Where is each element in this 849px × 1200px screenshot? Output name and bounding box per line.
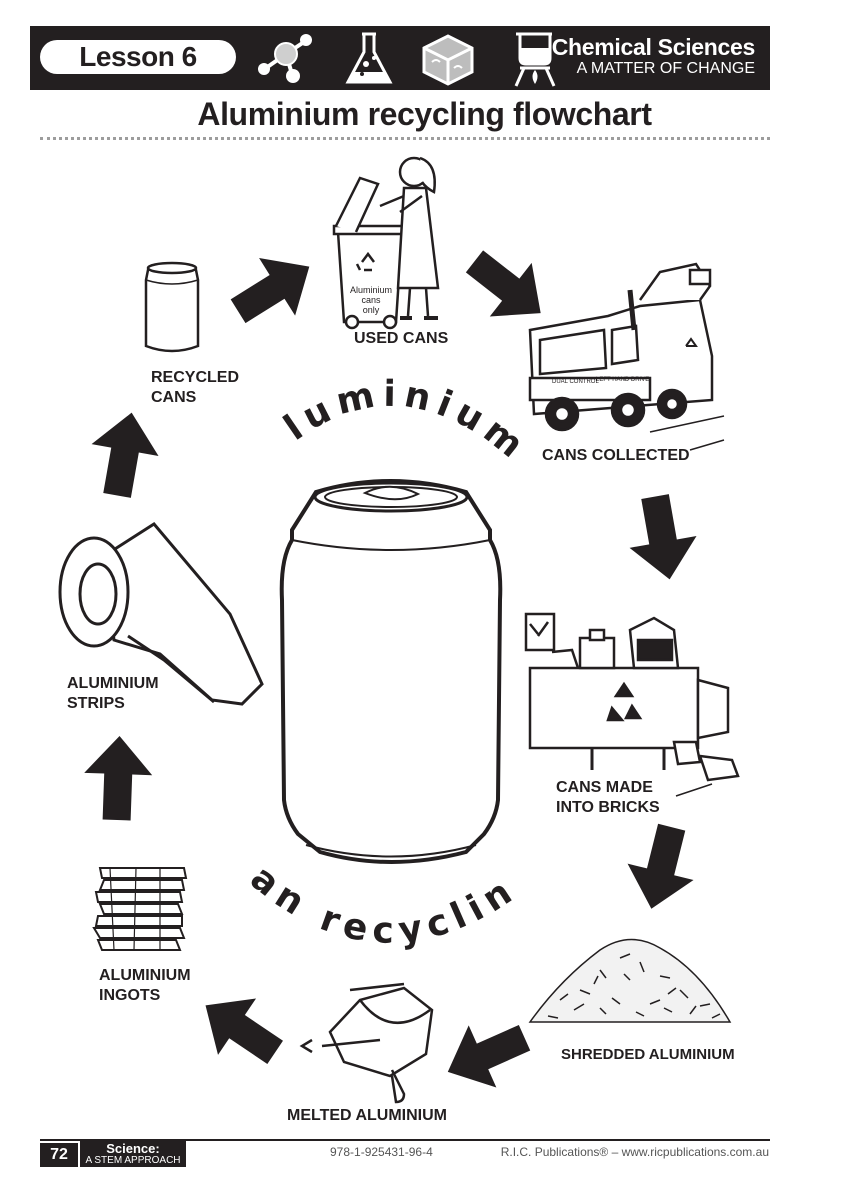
label-aluminium-ingots: ALUMINIUM INGOTS: [99, 966, 191, 1006]
lesson-badge: Lesson 6: [40, 40, 236, 74]
footer-divider: [40, 1139, 770, 1141]
molecule-icon: [258, 34, 312, 83]
bin-text-1: Aluminium: [350, 285, 392, 295]
flow-arrow-2: [453, 234, 562, 340]
flow-arrow-1: [220, 237, 328, 341]
series-title: Chemical Sciences: [551, 34, 756, 60]
beaker-burner-icon: [514, 32, 556, 87]
aluminium-roll-icon: [58, 522, 264, 706]
page-number: 72: [40, 1143, 78, 1167]
label-melted-aluminium: MELTED ALUMINIUM: [287, 1107, 447, 1124]
flow-arrow-5: [433, 1006, 539, 1103]
shredded-pile-icon: [528, 938, 732, 1023]
label-line: INTO BRICKS: [556, 799, 660, 816]
series-subtitle: A MATTER OF CHANGE: [576, 60, 755, 77]
arc-text-top: Aluminium: [0, 0, 536, 470]
ice-cube-icon: [422, 34, 474, 86]
title-divider: [40, 137, 770, 140]
flow-arrow-7: [82, 734, 154, 822]
label-shredded-aluminium: SHREDDED ALUMINIUM: [561, 1046, 735, 1063]
label-line: ALUMINIUM: [99, 967, 191, 984]
label-line: RECYCLED: [151, 369, 240, 386]
flow-arrow-6: [186, 977, 295, 1081]
ingot-stack-icon: [92, 867, 188, 951]
label-cans-collected: CANS COLLECTED: [542, 447, 690, 464]
label-cans-made-into-bricks: CANS MADE INTO BRICKS: [556, 778, 660, 818]
series-title-block: Chemical Sciences A MATTER OF CHANGE: [551, 34, 756, 78]
label-line: INGOTS: [99, 987, 161, 1004]
flow-arrow-4: [618, 818, 705, 917]
truck-text-1: DUAL CONTROL: [552, 379, 599, 385]
footer-series-name: Science:: [106, 1141, 160, 1156]
isbn: 978-1-925431-96-4: [330, 1145, 433, 1159]
flow-arrow-8: [83, 406, 166, 502]
small-can-icon: [144, 261, 200, 353]
bin-text-3: only: [363, 305, 380, 315]
compactor-machine-icon: [524, 612, 740, 797]
label-recycled-cans: RECYCLED CANS: [151, 368, 239, 408]
label-line: ALUMINIUM: [67, 675, 159, 692]
label-aluminium-strips: ALUMINIUM STRIPS: [67, 674, 159, 714]
label-line: CANS: [151, 389, 197, 406]
bin-text-2: cans: [361, 295, 381, 305]
collection-truck-icon: [528, 262, 725, 451]
flask-icon: [345, 32, 393, 84]
crucible-icon: [299, 982, 434, 1104]
footer-series-badge: Science: A STEM APPROACH: [80, 1141, 186, 1167]
footer-series-tagline: A STEM APPROACH: [85, 1155, 181, 1166]
flow-arrow-3: [621, 490, 704, 586]
publisher-credit: R.I.C. Publications® – www.ricpublicatio…: [500, 1145, 769, 1159]
label-line: STRIPS: [67, 695, 125, 712]
label-line: CANS MADE: [556, 779, 653, 796]
page-title: Aluminium recycling flowchart: [197, 96, 652, 132]
recycling-bin-person-icon: [332, 156, 440, 330]
truck-text-2: LEFT HAND DRIVE: [596, 377, 649, 383]
central-can-icon: [279, 479, 503, 864]
label-used-cans: USED CANS: [354, 330, 449, 347]
